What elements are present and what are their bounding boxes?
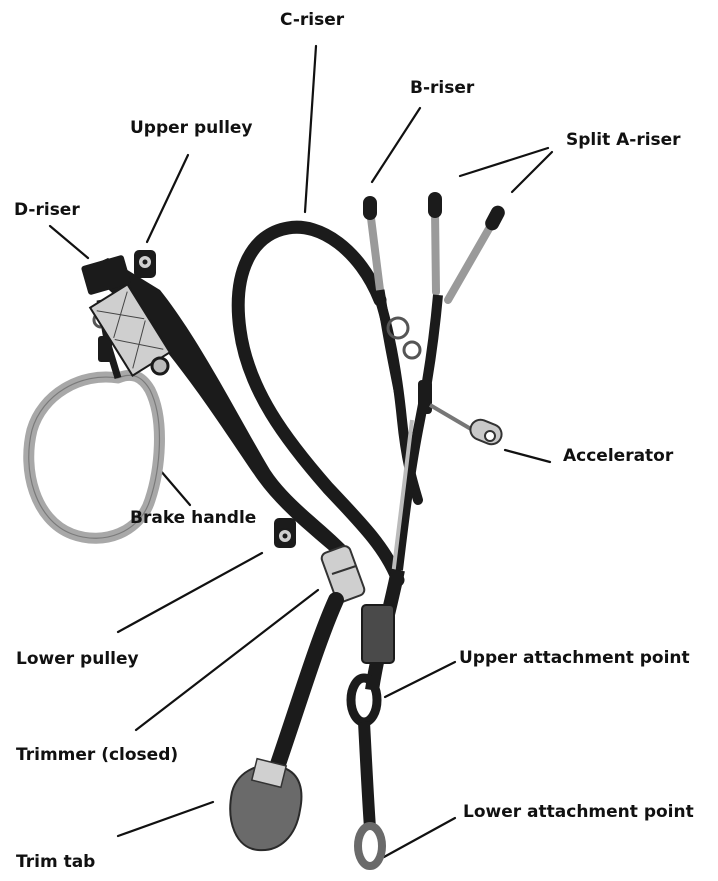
a-riser-left-tip xyxy=(428,192,442,218)
b-riser-lower xyxy=(380,290,400,400)
leader-brake-handle xyxy=(160,470,190,505)
riser-ring-2 xyxy=(404,342,420,358)
a-riser-right-strap xyxy=(448,220,494,300)
leader-c-riser xyxy=(305,46,316,212)
leader-b-riser xyxy=(372,108,420,182)
leader-split-a-riser-left xyxy=(460,148,548,176)
label-trim-tab: Trim tab xyxy=(16,854,95,871)
leader-lower-attachment-point xyxy=(384,818,455,857)
trimmer-buckle xyxy=(320,544,366,603)
label-upper-pulley: Upper pulley xyxy=(130,120,253,137)
leader-lower-pulley xyxy=(118,553,262,632)
label-lower-pulley: Lower pulley xyxy=(16,651,139,668)
b-riser-tip xyxy=(363,196,377,220)
accelerator-line xyxy=(430,405,476,432)
label-trimmer-closed: Trimmer (closed) xyxy=(16,747,178,764)
lower-riser xyxy=(364,722,370,828)
label-b-riser: B-riser xyxy=(410,80,474,97)
label-lower-attachment-point: Lower attachment point xyxy=(463,804,694,821)
upper-pulley xyxy=(134,250,156,278)
lower-attachment-loop xyxy=(358,826,382,866)
trim-tab-strap xyxy=(276,600,336,770)
leader-accelerator xyxy=(505,450,550,462)
leader-d-riser xyxy=(50,226,88,258)
riser-sleeve xyxy=(362,605,394,663)
accelerator-hook xyxy=(467,417,504,448)
label-split-a-riser: Split A-riser xyxy=(566,132,681,149)
d-riser-snap xyxy=(152,358,168,374)
lower-pulley xyxy=(274,518,296,548)
label-brake-handle: Brake handle xyxy=(130,510,256,527)
upper-attachment-loop xyxy=(351,678,377,722)
a-riser-left-strap xyxy=(435,210,436,292)
label-c-riser: C-riser xyxy=(280,12,344,29)
label-d-riser: D-riser xyxy=(14,202,80,219)
leader-upper-pulley xyxy=(147,155,188,242)
leader-upper-attachment-point xyxy=(385,662,455,697)
label-upper-attachment-point: Upper attachment point xyxy=(459,650,690,667)
label-accelerator: Accelerator xyxy=(563,448,673,465)
leader-trim-tab xyxy=(118,802,213,836)
riser-buckle xyxy=(418,380,432,414)
